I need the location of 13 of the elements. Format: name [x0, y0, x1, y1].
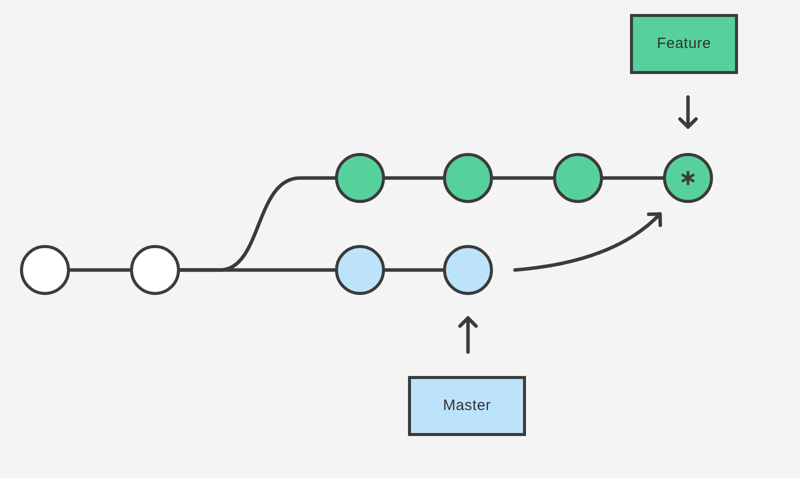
- arrow: [513, 212, 662, 272]
- branch-line: [491, 176, 555, 180]
- branch-line: [383, 268, 445, 272]
- branch-line: [68, 268, 132, 272]
- branch-line: [601, 176, 665, 180]
- arrow: [678, 95, 698, 129]
- branch-line: [383, 176, 445, 180]
- branch-label-box: [408, 376, 526, 436]
- branch-name: Feature: [656, 34, 712, 54]
- branch-label-box: [630, 14, 738, 74]
- arrow: [458, 316, 478, 354]
- branch-line: [178, 268, 337, 272]
- branch-name: Master: [442, 396, 492, 416]
